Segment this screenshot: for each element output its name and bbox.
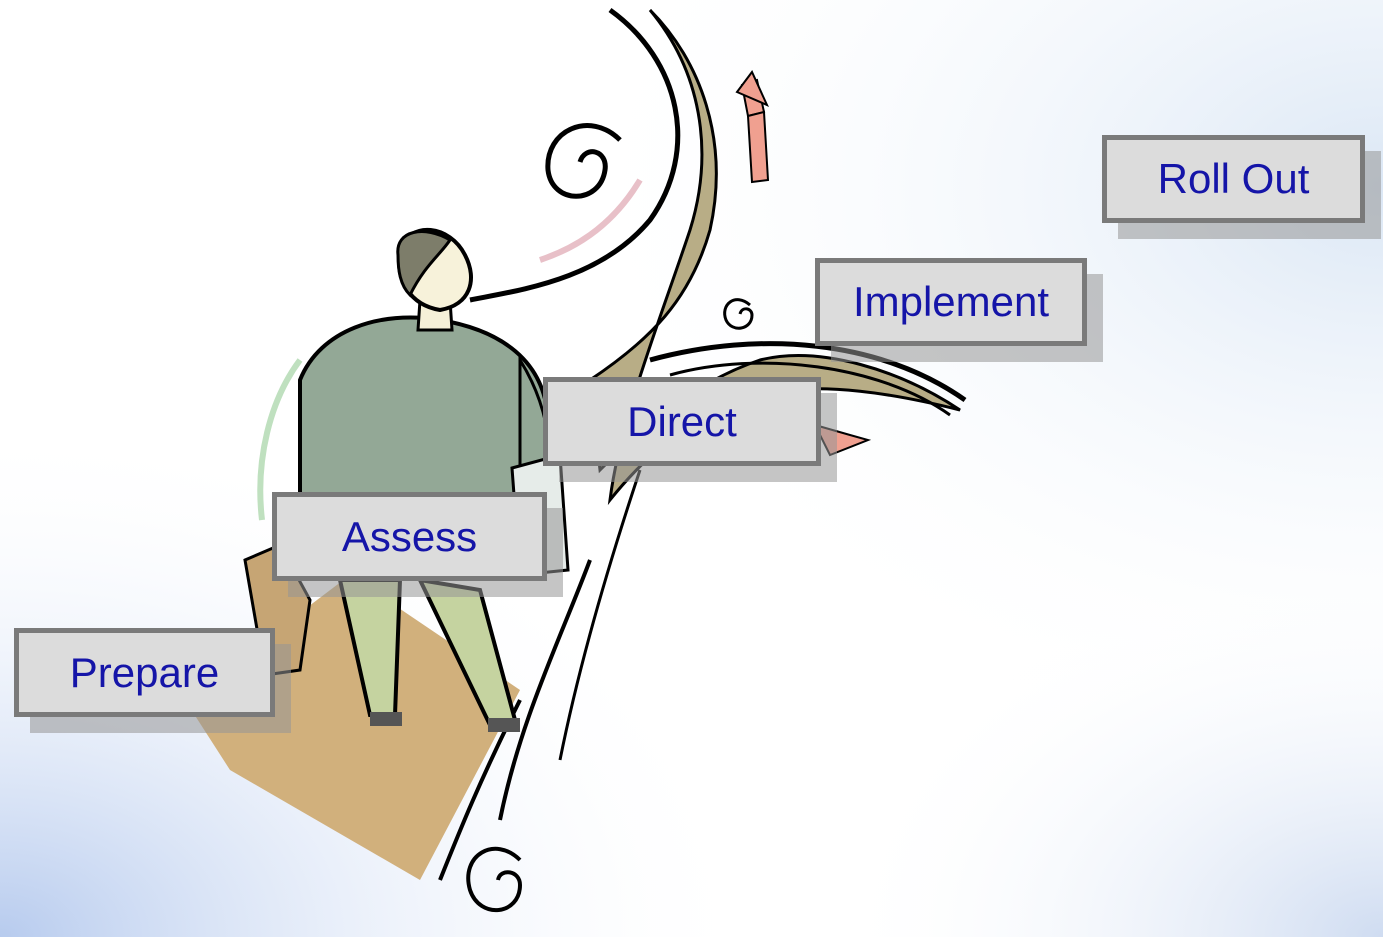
spiral-icon (466, 846, 523, 913)
step-label: Implement (852, 278, 1050, 325)
step-prepare: Prepare (14, 628, 275, 717)
step-label: Prepare (69, 648, 220, 696)
step-implement: Implement (815, 258, 1087, 346)
step-direct: Direct (543, 377, 821, 466)
up-arrow-icon (735, 70, 770, 184)
step-roll-out: Roll Out (1102, 135, 1365, 223)
right-arrow-icon (813, 423, 872, 457)
spiral-icon (545, 123, 622, 199)
step-assess: Assess (272, 492, 547, 581)
step-label: Direct (627, 397, 737, 445)
step-label: Assess (341, 512, 478, 560)
spiral-icon (723, 298, 754, 330)
step-label: Roll Out (1157, 155, 1310, 202)
